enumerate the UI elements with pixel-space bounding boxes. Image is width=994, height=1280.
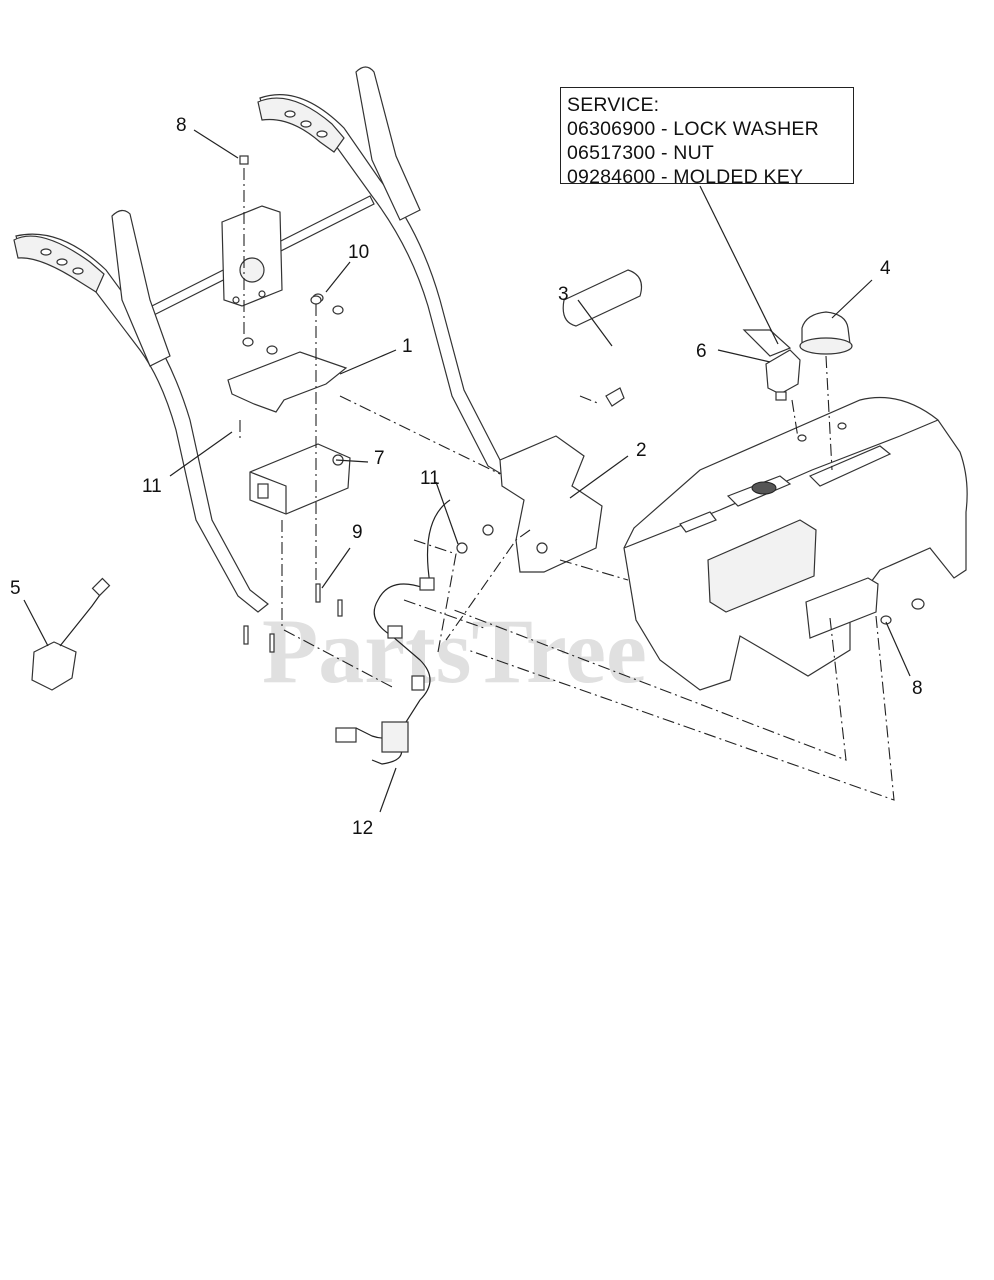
grip-slot [56,258,68,266]
dashboard-housing [623,396,968,691]
service-item-lock-washer: 06306900 - LOCK WASHER [567,118,819,140]
callout-5: 5 [10,578,21,599]
knob-base [799,337,853,355]
handle-assembly [13,66,520,613]
bolts [243,583,343,653]
nut-11 [456,542,468,554]
dash-hole [837,422,847,430]
cylinder-plug [605,387,625,407]
dash-slot [679,511,717,533]
dash-hole [797,434,807,442]
gearbox-hub [239,257,265,283]
callout-3: 3 [558,284,569,305]
nut [266,345,278,355]
bolt [337,599,343,617]
watermark-text: PartsTree [262,600,647,702]
bracket-hole [536,542,548,554]
molded-key [742,329,792,357]
callout-4: 4 [880,258,891,279]
bolt [269,633,275,653]
bolt-9 [315,583,321,603]
service-heading: SERVICE: [567,94,660,116]
callout-12: 12 [352,818,373,839]
screw [880,615,892,625]
callout-11-mid: 11 [420,468,440,489]
module-connector [257,483,269,499]
service-item-nut: 06517300 - NUT [567,142,714,164]
service-note-box: SERVICE: 06306900 - LOCK WASHER 06517300… [560,87,854,188]
callout-10: 10 [348,242,369,263]
callout-leaders [23,129,911,813]
gearbox-bracket [221,205,283,307]
right-control-lever [355,66,421,221]
dash-mounting-tab [805,577,879,639]
bolt-8-head [239,155,249,165]
callout-7: 7 [374,448,385,469]
switch-wire [59,591,103,647]
callout-6: 6 [696,341,707,362]
left-control-lever [111,209,171,367]
washer [482,524,494,536]
bolt [243,625,249,645]
dash-display-window [707,519,817,613]
callout-1: 1 [402,336,413,357]
callout-8-right: 8 [912,678,923,699]
nut-10 [310,295,322,305]
callout-8-top: 8 [176,115,187,136]
service-item-molded-key: 09284600 - MOLDED KEY [567,166,804,188]
harness-connector [411,675,425,691]
key-switch-terminal [775,391,787,401]
harness-plug [335,727,357,743]
callout-9: 9 [352,522,363,543]
grip-slot [300,120,312,128]
part-5-switch [31,641,77,691]
dash-slot [808,445,892,487]
part-1-mounting-plate [227,351,348,413]
harness-connector [419,577,435,591]
harness-connector [387,625,403,639]
bracket-hole [232,296,240,304]
callout-2: 2 [636,440,647,461]
nut [242,337,254,347]
callout-11-left: 11 [142,476,162,497]
nut [332,305,344,315]
bracket-hole [258,290,266,298]
alignment-lines [239,168,895,801]
screw [911,598,925,610]
switch-plug [91,577,111,597]
part-3-cylinder [562,269,643,327]
harness-main-connector [381,721,409,753]
grip-slot [316,130,328,138]
grip-slot [284,110,296,118]
dash-knob-hole [751,481,777,495]
grip-slot [40,248,52,256]
part-6-key-switch [765,349,801,395]
part-12-wiring-harness [335,499,451,765]
part-2-bracket [499,435,603,573]
grip-slot [72,267,84,275]
